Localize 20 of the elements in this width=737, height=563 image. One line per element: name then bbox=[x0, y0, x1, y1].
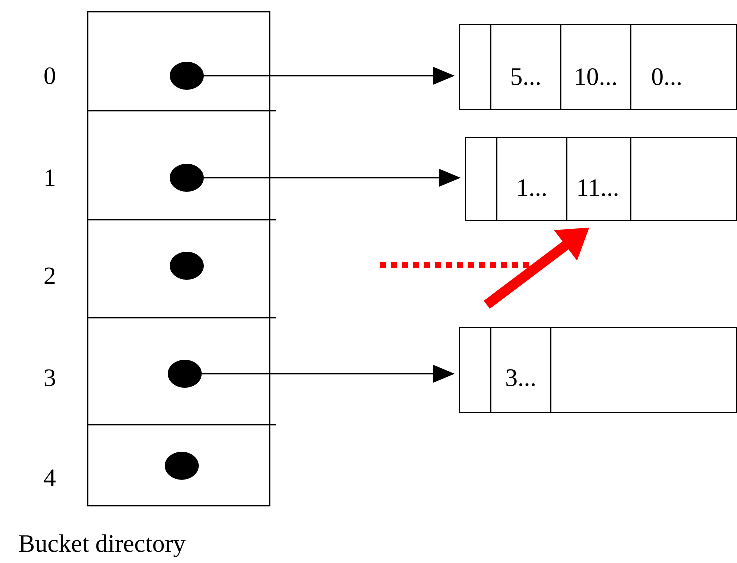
pointer-dot bbox=[168, 360, 202, 388]
bucket-box bbox=[465, 137, 737, 222]
row-number: 2 bbox=[44, 268, 55, 284]
bucket-box bbox=[459, 24, 737, 110]
cell-text: 1... bbox=[518, 180, 546, 196]
row-number: 0 bbox=[44, 68, 56, 84]
pointer-dot bbox=[170, 164, 204, 192]
directory-caption: Bucket directory bbox=[19, 534, 186, 558]
pointer-dot bbox=[170, 62, 204, 90]
pointer-dot bbox=[170, 252, 204, 280]
row-number: 1 bbox=[46, 170, 55, 186]
cell-text: 11... bbox=[578, 180, 618, 196]
cell-text: 10... bbox=[576, 68, 616, 86]
row-number: 4 bbox=[44, 470, 56, 486]
cell-text: 3... bbox=[506, 370, 535, 386]
row-number: 3 bbox=[44, 370, 56, 386]
cell-text: 5... bbox=[512, 68, 540, 86]
pointer-dot bbox=[165, 452, 199, 480]
bucket-box bbox=[459, 327, 737, 414]
cell-text: 0... bbox=[652, 68, 681, 86]
